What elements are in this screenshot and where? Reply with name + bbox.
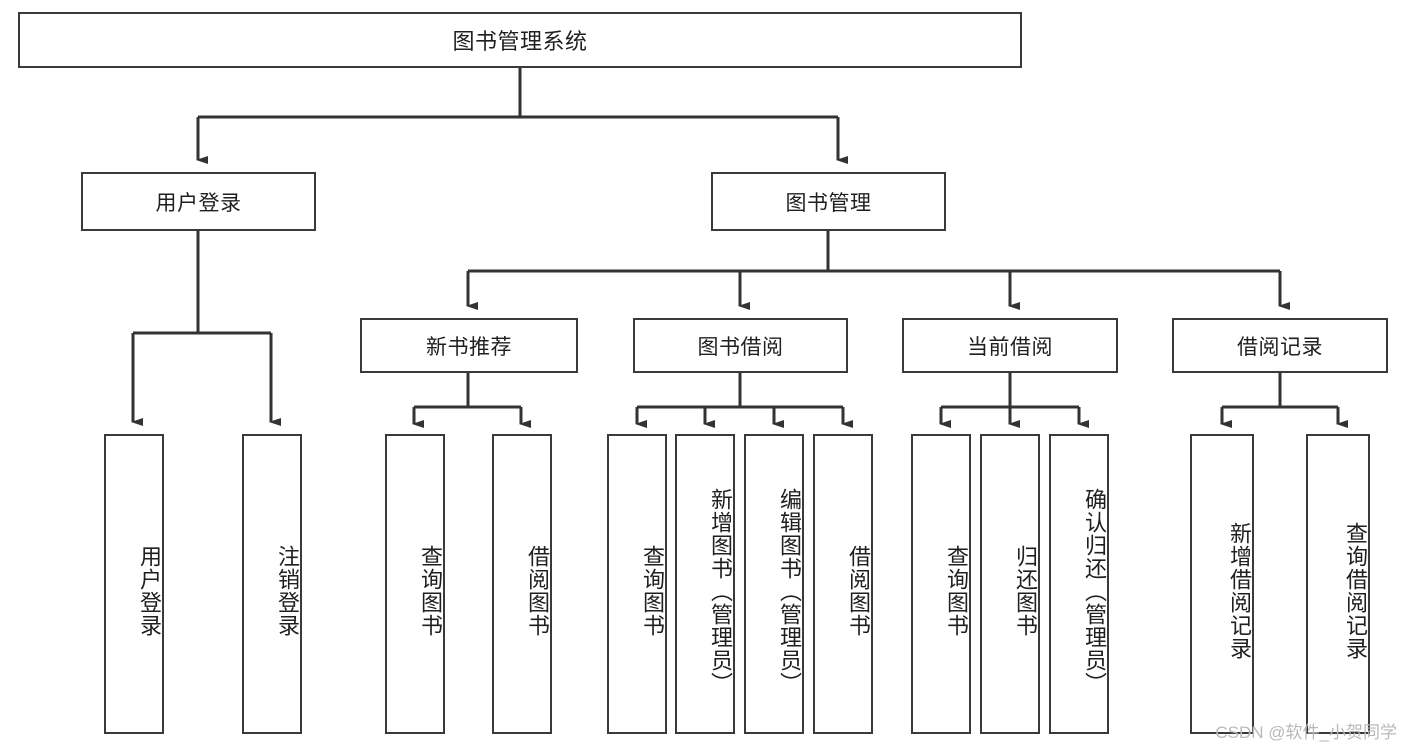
- node-leaf-query-book-3[interactable]: 查询图书: [911, 434, 971, 734]
- node-book-borrow[interactable]: 图书借阅: [633, 318, 848, 373]
- node-label: 查询图书: [944, 545, 969, 637]
- node-borrow-record[interactable]: 借阅记录: [1172, 318, 1388, 373]
- node-leaf-query-record[interactable]: 查询借阅记录: [1306, 434, 1370, 734]
- node-label: 图书借阅: [697, 335, 784, 359]
- node-label: 用户登录: [137, 545, 162, 637]
- node-label: 编辑图书（管理员）: [777, 487, 802, 695]
- node-label: 借阅图书: [846, 545, 871, 637]
- node-leaf-borrow-book-1[interactable]: 借阅图书: [492, 434, 552, 734]
- node-leaf-edit-book[interactable]: 编辑图书（管理员）: [744, 434, 804, 734]
- node-label: 注销登录: [275, 545, 300, 637]
- node-leaf-add-record[interactable]: 新增借阅记录: [1190, 434, 1254, 734]
- node-leaf-query-book-2[interactable]: 查询图书: [607, 434, 667, 734]
- node-label: 当前借阅: [967, 335, 1053, 359]
- node-leaf-logout-login[interactable]: 注销登录: [242, 434, 302, 734]
- node-leaf-return-book[interactable]: 归还图书: [980, 434, 1040, 734]
- watermark-text: CSDN @软件_小贺同学: [1215, 723, 1397, 742]
- node-root-book-management-system[interactable]: 图书管理系统: [18, 12, 1022, 68]
- node-book-management[interactable]: 图书管理: [711, 172, 946, 231]
- node-leaf-borrow-book-2[interactable]: 借阅图书: [813, 434, 873, 734]
- node-leaf-confirm-return[interactable]: 确认归还（管理员）: [1049, 434, 1109, 734]
- node-label: 用户登录: [155, 191, 242, 215]
- node-leaf-query-book-1[interactable]: 查询图书: [385, 434, 445, 734]
- node-label: 新增借阅记录: [1227, 522, 1252, 660]
- node-label: 查询图书: [640, 545, 665, 637]
- node-label: 归还图书: [1013, 545, 1038, 637]
- node-label: 新增图书（管理员）: [708, 487, 733, 695]
- node-label: 确认归还（管理员）: [1082, 487, 1107, 695]
- node-current-borrow[interactable]: 当前借阅: [902, 318, 1118, 373]
- node-label: 图书管理系统: [452, 29, 588, 54]
- node-leaf-add-book[interactable]: 新增图书（管理员）: [675, 434, 735, 734]
- node-label: 查询借阅记录: [1343, 522, 1368, 660]
- node-label: 借阅图书: [525, 545, 550, 637]
- node-label: 查询图书: [418, 545, 443, 637]
- node-label: 借阅记录: [1237, 335, 1323, 359]
- node-leaf-user-login[interactable]: 用户登录: [104, 434, 164, 734]
- node-label: 图书管理: [785, 191, 872, 215]
- node-user-login[interactable]: 用户登录: [81, 172, 316, 231]
- node-new-book-recommend[interactable]: 新书推荐: [360, 318, 578, 373]
- node-label: 新书推荐: [426, 335, 512, 359]
